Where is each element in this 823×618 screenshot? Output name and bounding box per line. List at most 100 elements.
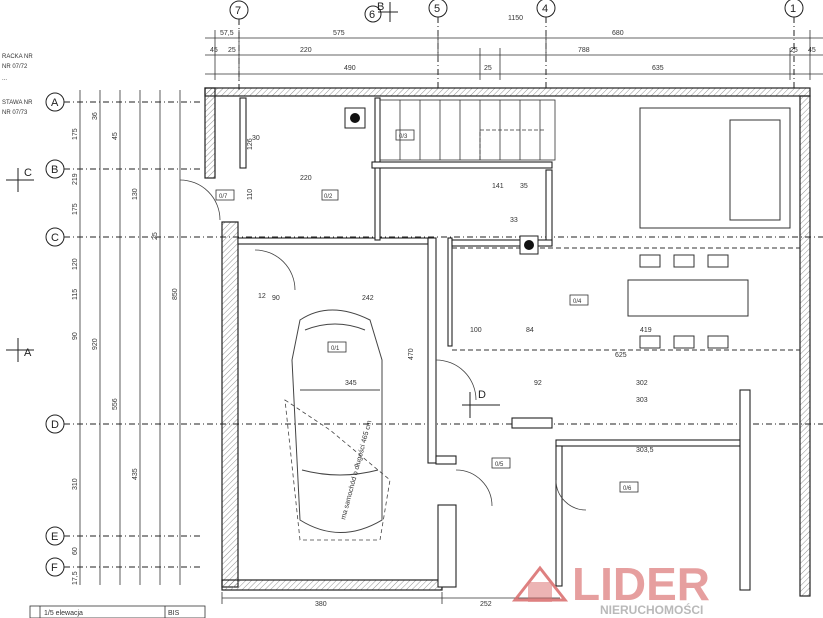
dim-int-126: 126 bbox=[247, 138, 254, 150]
axis-label-4: 4 bbox=[542, 3, 548, 15]
dim-top-57: 57,5 bbox=[220, 30, 234, 37]
dim-int-35: 35 bbox=[520, 183, 528, 190]
dim-left-556: 556 bbox=[112, 398, 119, 410]
axis-label-b: B bbox=[51, 164, 58, 176]
dim-left-219: 219 bbox=[72, 173, 79, 185]
dim-int-302: 302 bbox=[636, 380, 648, 387]
car-outline bbox=[291, 309, 383, 533]
dim-left-175b: 175 bbox=[72, 203, 79, 215]
watermark-sub: NIERUCHOMOŚCI bbox=[600, 602, 703, 617]
axis-label-7: 7 bbox=[235, 5, 241, 17]
wall-left-upper bbox=[204, 87, 216, 179]
watermark-brand: LIDER bbox=[572, 558, 710, 610]
left-axis-markers bbox=[45, 92, 823, 577]
dim-top-788: 788 bbox=[578, 47, 590, 54]
room-tag-0-4: 0/4 bbox=[573, 299, 582, 305]
wall-garage-left bbox=[221, 221, 239, 588]
top-axis-markers bbox=[229, 0, 804, 90]
dim-left-17: 17,5 bbox=[72, 571, 79, 585]
dim-left-175a: 175 bbox=[72, 128, 79, 140]
axis-label-5: 5 bbox=[434, 3, 440, 15]
dim-int-33: 33 bbox=[510, 217, 518, 224]
dim-int-12: 12 bbox=[258, 293, 266, 300]
door-swings bbox=[179, 179, 587, 511]
title-block bbox=[29, 605, 206, 618]
dim-left-60: 60 bbox=[72, 547, 79, 555]
dim-int-220: 220 bbox=[300, 175, 312, 182]
dim-int-84: 84 bbox=[526, 327, 534, 334]
left-dimension-lines bbox=[79, 90, 181, 585]
dim-top-680: 680 bbox=[612, 30, 624, 37]
dim-left-90: 90 bbox=[72, 332, 79, 340]
axis-bubble-6 bbox=[364, 5, 382, 23]
room-tag-0-1: 0/1 bbox=[331, 346, 340, 352]
section-label-d: D bbox=[478, 389, 486, 401]
watermark-logo: LIDER NIERUCHOMOŚCI bbox=[511, 558, 710, 617]
dim-int-303: 303 bbox=[636, 397, 648, 404]
section-label-a: A bbox=[24, 347, 32, 359]
top-dimension-lines bbox=[205, 30, 823, 80]
note-line-5: NR 07/73 bbox=[2, 110, 28, 116]
room-tags bbox=[215, 129, 639, 493]
dim-left-920: 920 bbox=[92, 338, 99, 350]
dim-bottom-380: 380 bbox=[315, 601, 327, 608]
dim-int-345: 345 bbox=[345, 380, 357, 387]
wall-top bbox=[204, 87, 811, 97]
section-mark-b bbox=[378, 2, 398, 22]
section-mark-c bbox=[6, 168, 34, 192]
dim-int-100: 100 bbox=[470, 327, 482, 334]
dim-bottom-252: 252 bbox=[480, 601, 492, 608]
dim-left-310: 310 bbox=[72, 478, 79, 490]
dim-left-45: 45 bbox=[112, 132, 119, 140]
dim-left-130: 130 bbox=[132, 188, 139, 200]
section-mark-d bbox=[462, 392, 500, 418]
dim-int-141: 141 bbox=[492, 183, 504, 190]
dim-top-45b: 45 bbox=[808, 47, 816, 54]
section-mark-a bbox=[6, 338, 34, 362]
notes-top-left: RACKA NR NR 07/72 ... STAWA NR NR 07/73 bbox=[2, 54, 33, 116]
dim-top-45a: 45 bbox=[210, 47, 218, 54]
room-tag-0-5: 0/5 bbox=[495, 462, 504, 468]
wall-garage-bottom bbox=[221, 579, 443, 591]
car-dashed-outline bbox=[284, 399, 391, 541]
axis-label-e: E bbox=[51, 531, 58, 543]
note-line-1: RACKA NR bbox=[2, 54, 33, 60]
axis-label-6: 6 bbox=[369, 9, 375, 21]
interior-walls bbox=[237, 97, 751, 591]
dim-left-850: 850 bbox=[172, 288, 179, 300]
dim-left-120: 120 bbox=[72, 258, 79, 270]
living-area-sofa bbox=[639, 107, 791, 229]
axis-label-a: A bbox=[51, 97, 59, 109]
dim-int-92: 92 bbox=[534, 380, 542, 387]
section-label-c: C bbox=[24, 167, 32, 179]
axis-label-c: C bbox=[51, 232, 59, 244]
dim-int-625: 625 bbox=[615, 352, 627, 359]
dim-int-90: 90 bbox=[272, 295, 280, 302]
note-line-4: STAWA NR bbox=[2, 100, 33, 106]
room-tag-0-7: 0/7 bbox=[219, 194, 228, 200]
kitchen-furniture bbox=[452, 107, 800, 351]
exterior-walls bbox=[204, 87, 811, 597]
garage-car-note: ma samochód o długości 465 cm bbox=[340, 420, 373, 521]
dim-left-25: 25 bbox=[152, 232, 159, 240]
dim-int-242: 242 bbox=[362, 295, 374, 302]
kitchen-island bbox=[627, 279, 749, 317]
axis-label-d: D bbox=[51, 419, 59, 431]
dim-int-470: 470 bbox=[408, 348, 415, 360]
dim-left-36: 36 bbox=[92, 112, 99, 120]
dim-int-30: 30 bbox=[252, 135, 260, 142]
wall-right bbox=[799, 95, 811, 597]
axis-label-1: 1 bbox=[790, 3, 796, 15]
dim-top-1150: 1150 bbox=[508, 15, 523, 22]
dim-top-490: 490 bbox=[344, 65, 356, 72]
dim-top-25b: 25 bbox=[790, 47, 798, 54]
dim-left-115: 115 bbox=[72, 289, 79, 300]
dim-int-419: 419 bbox=[640, 327, 652, 334]
section-label-b: B bbox=[377, 1, 384, 13]
note-line-2: NR 07/72 bbox=[2, 64, 28, 70]
chimneys bbox=[344, 107, 539, 255]
bottom-dimension-lines bbox=[221, 592, 560, 604]
dim-top-635: 635 bbox=[652, 65, 664, 72]
dim-left-435: 435 bbox=[132, 468, 139, 480]
